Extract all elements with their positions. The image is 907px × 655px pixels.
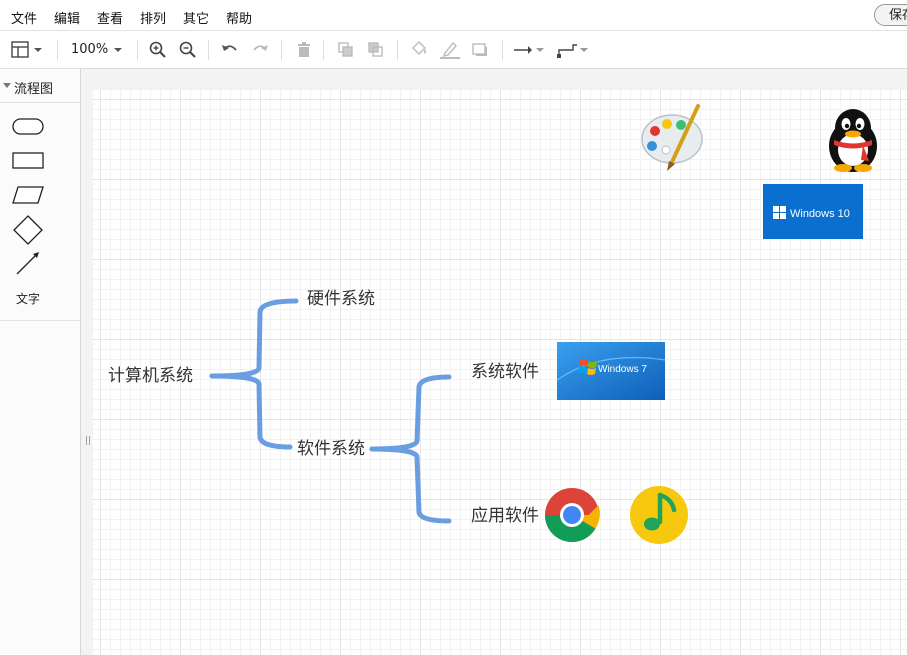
fill-color-button[interactable]	[409, 39, 429, 61]
chevron-down-icon	[114, 48, 122, 52]
elbow-connector-icon	[557, 44, 588, 58]
connection-style-button[interactable]	[512, 39, 548, 61]
menu-file[interactable]: 文件	[11, 12, 38, 27]
zoom-dropdown-button[interactable]	[112, 39, 124, 61]
sidebar-divider	[0, 320, 80, 321]
pencil-icon	[440, 41, 460, 59]
undo-button[interactable]	[220, 39, 240, 61]
section-title: 流程图	[14, 82, 54, 97]
zoom-out-icon	[179, 41, 196, 58]
to-back-icon	[368, 42, 383, 57]
bracket-software-lower[interactable]	[369, 446, 452, 524]
arrow-right-icon	[514, 46, 544, 54]
windows7-badge-label: Windows 7	[598, 364, 647, 375]
arrow-line-shape[interactable]	[14, 249, 42, 277]
bracket-root-lower[interactable]	[209, 373, 293, 450]
node-software[interactable]: 软件系统	[297, 439, 365, 459]
windows10-badge[interactable]: Windows 10	[763, 184, 863, 239]
splitter-grip-icon[interactable]: ||	[85, 436, 92, 446]
terminator-shape[interactable]	[12, 118, 44, 136]
toolbar-divider	[137, 40, 138, 60]
shapes-sidebar: 流程图 文字	[0, 69, 81, 655]
delete-button[interactable]	[295, 39, 313, 61]
node-hardware[interactable]: 硬件系统	[307, 289, 375, 309]
rectangle-shape[interactable]	[12, 152, 44, 170]
windows10-badge-label: Windows 10	[790, 208, 850, 220]
toolbar-divider	[281, 40, 282, 60]
save-button[interactable]: 保存	[874, 4, 907, 26]
shadow-button[interactable]	[470, 39, 490, 61]
toolbar: 100%	[0, 31, 907, 69]
zoom-in-button[interactable]	[148, 39, 168, 61]
menu-extras[interactable]: 其它	[183, 12, 210, 27]
toolbar-divider	[57, 40, 58, 60]
sidebar-splitter[interactable]	[81, 69, 93, 655]
line-color-button[interactable]	[439, 39, 461, 61]
node-application-software[interactable]: 应用软件	[471, 506, 539, 526]
menu-arrange[interactable]: 排列	[140, 12, 167, 27]
toolbar-divider	[323, 40, 324, 60]
layout-icon	[11, 41, 42, 58]
toolbar-divider	[397, 40, 398, 60]
bracket-software-upper[interactable]	[369, 374, 452, 452]
drawing-canvas[interactable]	[93, 89, 907, 655]
windows-flag-icon	[578, 359, 597, 375]
toolbar-divider	[208, 40, 209, 60]
caret-down-icon	[3, 83, 11, 88]
parallelogram-shape[interactable]	[11, 185, 45, 205]
to-front-icon	[338, 42, 353, 57]
toolbar-divider	[502, 40, 503, 60]
menu-view[interactable]: 查看	[97, 12, 124, 27]
to-front-button[interactable]	[336, 39, 356, 61]
redo-icon	[253, 45, 268, 51]
redo-button[interactable]	[250, 39, 270, 61]
waypoints-button[interactable]	[556, 39, 592, 61]
qq-penguin-icon[interactable]	[829, 109, 877, 172]
canvas-ruler	[93, 69, 907, 89]
zoom-in-icon	[149, 41, 166, 58]
shadow-icon	[472, 43, 487, 56]
windows7-badge[interactable]: Windows 7	[556, 342, 666, 400]
diamond-shape[interactable]	[12, 214, 44, 246]
menu-help[interactable]: 帮助	[226, 12, 253, 27]
menu-bar: 文件 编辑 查看 排列 其它 帮助 保存	[0, 0, 907, 31]
bracket-root-upper[interactable]	[209, 298, 299, 379]
text-shape[interactable]: 文字	[16, 292, 41, 306]
paint-bucket-icon	[412, 41, 426, 55]
trash-icon	[298, 42, 310, 57]
zoom-out-button[interactable]	[178, 39, 198, 61]
chrome-icon[interactable]	[544, 488, 600, 543]
to-back-button[interactable]	[366, 39, 386, 61]
undo-icon	[222, 45, 237, 51]
panel-layout-button[interactable]	[10, 39, 46, 61]
menu-edit[interactable]: 编辑	[54, 12, 81, 27]
node-root[interactable]: 计算机系统	[108, 366, 193, 386]
flowchart-section-header[interactable]: 流程图	[0, 69, 80, 103]
node-system-software[interactable]: 系统软件	[471, 362, 539, 382]
paint-palette-icon[interactable]	[641, 104, 703, 171]
qq-music-icon[interactable]	[630, 486, 688, 544]
windows-logo-icon	[773, 206, 786, 219]
zoom-level[interactable]: 100%	[71, 42, 109, 57]
